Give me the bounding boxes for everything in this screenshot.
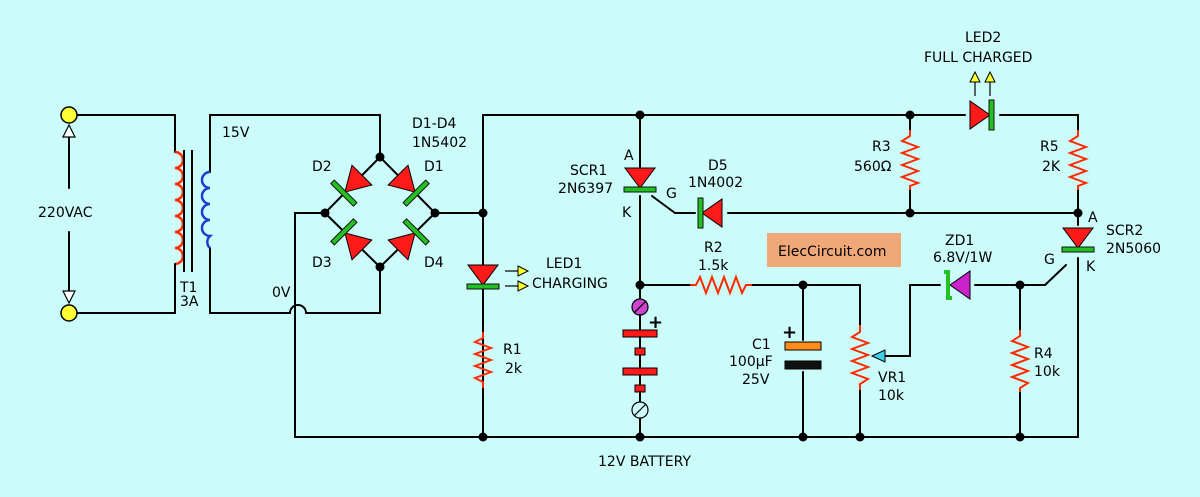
- d3-label: D3: [312, 255, 332, 271]
- arrow-up-icon: [62, 123, 76, 138]
- scr2-g: G: [1044, 252, 1055, 268]
- led2-desc: FULL CHARGED: [924, 50, 1032, 66]
- resistor-r3[interactable]: [899, 130, 921, 190]
- r5-value: 2K: [1042, 159, 1061, 175]
- battery-label: 12V BATTERY: [598, 454, 691, 470]
- scr1-g: G: [666, 186, 677, 202]
- led1-group: LED1 CHARGING R1 2k: [466, 256, 608, 389]
- scr2-name: SCR2: [1106, 223, 1143, 239]
- junction-dots: [320, 110, 1083, 442]
- led2-light-icon: [969, 70, 996, 96]
- scr2-a: A: [1088, 210, 1098, 226]
- bridge-part: 1N5402: [412, 135, 467, 151]
- r3-name: R3: [872, 139, 891, 155]
- r3-group: R3 560Ω: [854, 130, 921, 190]
- r1-name: R1: [503, 342, 522, 358]
- transformer-name: T1: [179, 280, 197, 296]
- c1-group: + C1 100µF 25V: [729, 322, 822, 388]
- ground-voltage-label: 0V: [272, 285, 291, 301]
- r3-value: 560Ω: [854, 159, 892, 175]
- d2-label: D2: [312, 159, 332, 175]
- vr1-group: VR1 10k: [849, 325, 906, 404]
- zd1-name: ZD1: [945, 233, 974, 249]
- zener-zd1[interactable]: [944, 270, 971, 300]
- led1-light-icon: [505, 265, 530, 292]
- wiper-arrow-icon: [870, 349, 886, 363]
- c1-name: C1: [752, 337, 771, 353]
- resistor-r2[interactable]: [690, 274, 752, 296]
- primary-coil: [174, 150, 185, 266]
- vr1-name: VR1: [878, 370, 906, 386]
- c1-plus: +: [782, 322, 797, 343]
- scr1-a: A: [624, 148, 634, 164]
- zd1-value: 6.8V/1W: [933, 250, 992, 266]
- c1-voltage: 25V: [742, 372, 770, 388]
- r2-name: R2: [704, 240, 723, 256]
- r4-name: R4: [1034, 346, 1053, 362]
- vr1-value: 10k: [878, 388, 905, 404]
- d5-part: 1N4002: [688, 175, 743, 191]
- bridge-rectifier: D1-D4 1N5402 D2 D1 D3 D4: [312, 116, 467, 271]
- transformer-rating: 3A: [180, 294, 199, 310]
- input-terminal-bottom[interactable]: [60, 304, 78, 322]
- secondary-voltage-label: 15V: [222, 125, 250, 141]
- scr1-name: SCR1: [570, 163, 607, 179]
- resistor-r5[interactable]: [1067, 130, 1089, 190]
- c1-value: 100µF: [729, 354, 773, 370]
- secondary-coil: [200, 170, 214, 249]
- battery-group: + 12V BATTERY: [598, 298, 691, 470]
- scr1-group: A K G SCR1 2N6397: [558, 148, 677, 221]
- r4-group: R4 10k: [1009, 330, 1061, 392]
- battery-plus: +: [648, 312, 663, 333]
- input-terminal-top[interactable]: [60, 106, 78, 124]
- input-voltage-label: 220VAC: [38, 205, 93, 221]
- led1-desc: CHARGING: [532, 276, 608, 292]
- diode-d5[interactable]: [697, 197, 723, 229]
- scr1-part: 2N6397: [558, 181, 613, 197]
- r5-name: R5: [1040, 139, 1059, 155]
- capacitor-c1[interactable]: [784, 341, 822, 370]
- r2-value: 1.5k: [698, 258, 729, 274]
- scr1-k: K: [622, 205, 632, 221]
- led1[interactable]: [466, 264, 500, 290]
- brand-badge-bg: [767, 233, 901, 267]
- scr2-part: 2N5060: [1106, 241, 1161, 257]
- scr2-k: K: [1086, 259, 1096, 275]
- d5-group: D5 1N4002: [688, 158, 743, 229]
- r1-value: 2k: [505, 361, 523, 377]
- led2-group: LED2 FULL CHARGED: [924, 30, 1032, 131]
- r2-group: R2 1.5k: [690, 240, 752, 296]
- led1-name: LED1: [546, 256, 582, 272]
- bridge-name: D1-D4: [412, 116, 457, 132]
- led2[interactable]: [969, 99, 995, 131]
- resistor-r4[interactable]: [1009, 330, 1031, 392]
- d1-label: D1: [424, 159, 444, 175]
- ac-input: 220VAC: [38, 106, 93, 322]
- brand-badge[interactable]: ElecCircuit.com: [767, 233, 901, 267]
- transformer-t1: T1 3A 15V 0V: [174, 125, 291, 310]
- zd1-group: ZD1 6.8V/1W: [933, 233, 992, 300]
- potentiometer-vr1[interactable]: [849, 325, 871, 390]
- arrow-down-icon: [62, 290, 76, 305]
- scr2[interactable]: [1061, 227, 1095, 253]
- led2-name: LED2: [965, 30, 1001, 46]
- r4-value: 10k: [1034, 364, 1061, 380]
- brand-text: ElecCircuit.com: [778, 244, 886, 260]
- scr1[interactable]: [623, 167, 657, 193]
- d4-label: D4: [424, 255, 444, 271]
- d5-name: D5: [708, 158, 728, 174]
- scr2-group: A K G SCR2 2N5060: [1044, 210, 1161, 275]
- r5-group: R5 2K: [1040, 130, 1089, 190]
